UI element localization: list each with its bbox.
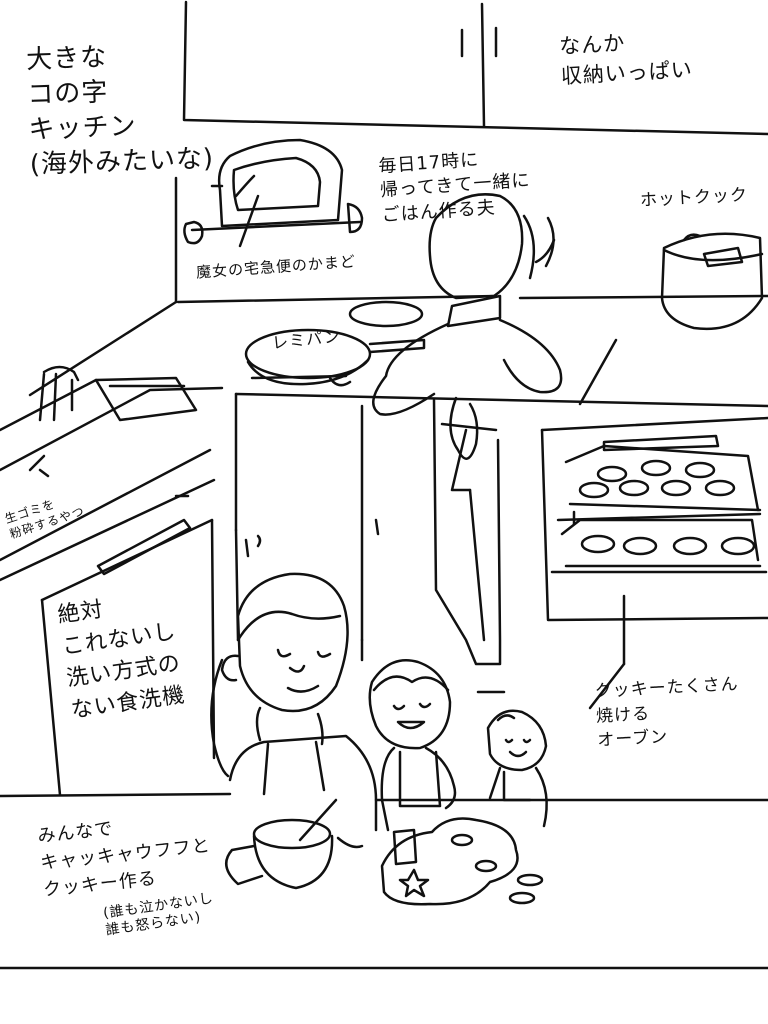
dishwasher-note: 絶対 これないし 洗い方式の ない食洗機 [56, 597, 187, 724]
dishwasher [40, 494, 216, 797]
lower-cabinets [234, 518, 380, 662]
child-figure [368, 659, 457, 866]
storage-note: なんか 収納いっぱい [558, 31, 694, 89]
toddler-figure [486, 709, 548, 828]
sink [0, 365, 216, 582]
frying-pans [244, 300, 426, 387]
annotation-pointers [544, 216, 626, 710]
oven-note: クッキーたくさん 焼ける オーブン [594, 674, 740, 752]
husband-note: 毎日17時に 帰ってきて一緒に ごはん作る夫 [377, 149, 532, 226]
witch-oven [183, 138, 364, 248]
mother-figure [210, 572, 378, 890]
counter-top [0, 294, 768, 642]
oven [540, 416, 768, 666]
husband-figure [372, 193, 563, 694]
hot-cook [660, 232, 764, 331]
kitchen-title-note: 大きな コの字 キッチン (海外みたいな) [25, 42, 215, 181]
upper-cabinets [182, 0, 768, 136]
cookie-dough [380, 817, 544, 906]
front-counter [0, 792, 768, 970]
